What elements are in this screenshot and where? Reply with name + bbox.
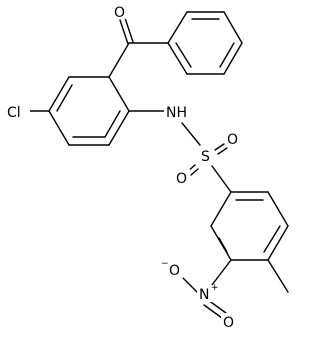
bond-nitrogen-sulfur [181, 122, 201, 146]
bond-ring-inner-1 [104, 110, 121, 138]
bond-tolyl-inner-2 [263, 225, 281, 253]
bond-layer [29, 11, 289, 319]
bond-sulfur-ring [211, 165, 232, 193]
chlorine-label: Cl [7, 105, 21, 121]
bond-ring-5 [48, 76, 70, 112]
bond-tolyl-inner-3 [218, 237, 228, 253]
carbonyl-oxygen-label: O [114, 5, 125, 21]
bond-phenyl-inner-3 [175, 42, 192, 68]
bond-sulfonyl-oxygen-left-b [190, 168, 199, 176]
sulfonyl-oxygen-right-label: O [227, 132, 238, 148]
bond-nitro-oxygen-double-b [207, 299, 227, 314]
bond-carbonyl-double-b [124, 17, 134, 43]
bond-ring-4 [48, 110, 70, 146]
bond-phenyl-inner-2 [219, 42, 235, 68]
sulfur-label: S [201, 149, 210, 165]
bond-phenyl-1 [167, 11, 188, 44]
bond-tolyl-3 [267, 225, 289, 261]
bond-sulfonyl-oxygen-right-a [214, 143, 225, 151]
bond-carbonyl-double-a [119, 19, 129, 45]
nitro-nitrogen-label: N [199, 287, 209, 303]
molecule-structure-diagram: O Cl NH S O O N + O − O [5, 3, 289, 331]
bond-ring-inner-2 [56, 84, 73, 112]
amine-nh-label: NH [166, 105, 187, 121]
atom-label-layer: O Cl NH S O O N + O − O [5, 3, 241, 331]
bond-ring-1 [108, 76, 130, 112]
bond-sulfonyl-oxygen-right-b [217, 147, 228, 155]
bond-ring-2 [108, 110, 130, 146]
bond-nitro-oxygen-double-a [203, 304, 223, 319]
nitro-nitrogen-charge: + [211, 283, 219, 293]
bond-phenyl-3 [223, 11, 243, 44]
bond-nitro-oxygen-minus [182, 277, 199, 294]
nitro-oxygen-double-label: O [223, 315, 234, 331]
sulfonyl-oxygen-left-label: O [176, 171, 187, 187]
bond-ring-nitro [211, 259, 232, 286]
bond-methyl [267, 259, 289, 293]
nitro-oxygen-minus-label: O [169, 263, 180, 279]
bond-tolyl-5 [210, 225, 232, 261]
bond-phenyl-6 [167, 42, 188, 75]
bond-tolyl-2 [267, 191, 289, 227]
bond-carbonyl-ring [108, 42, 130, 78]
nitro-oxygen-minus-charge: − [161, 259, 169, 269]
bond-tolyl-6 [210, 191, 232, 227]
bond-phenyl-4 [223, 42, 243, 75]
